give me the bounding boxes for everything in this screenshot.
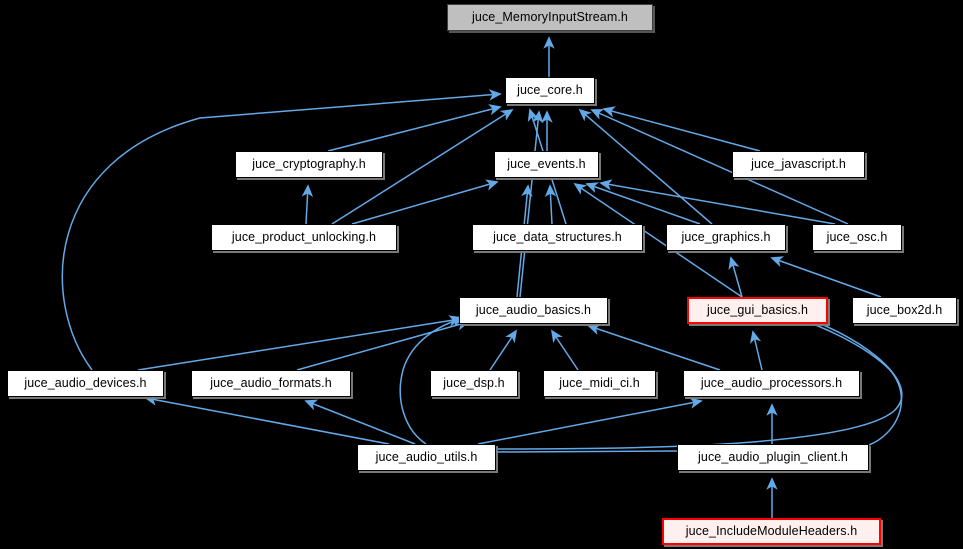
node-label-javascript: juce_javascript.h bbox=[751, 157, 846, 172]
node-label-product_unlocking: juce_product_unlocking.h bbox=[231, 230, 377, 245]
node-graphics[interactable]: juce_graphics.h bbox=[666, 224, 786, 251]
node-includemoduleheaders[interactable]: juce_IncludeModuleHeaders.h bbox=[662, 518, 881, 545]
edge-audio_processors-to-audio_basics bbox=[587, 324, 721, 371]
edge-cryptography-to-core bbox=[327, 104, 502, 152]
node-label-graphics: juce_graphics.h bbox=[681, 230, 771, 245]
node-events[interactable]: juce_events.h bbox=[494, 151, 599, 178]
node-memoryinputstream[interactable]: juce_MemoryInputStream.h bbox=[447, 4, 653, 31]
edge-gui_basics-to-events bbox=[573, 182, 743, 298]
edge-graphics-to-core bbox=[578, 108, 713, 225]
node-audio_basics[interactable]: juce_audio_basics.h bbox=[459, 297, 608, 324]
node-label-memoryinputstream: juce_MemoryInputStream.h bbox=[472, 10, 628, 25]
edge-box2d-to-graphics bbox=[770, 256, 882, 298]
edge-audio_plugin_client-to-gui_basics bbox=[788, 313, 903, 446]
node-audio_plugin_client[interactable]: juce_audio_plugin_client.h bbox=[677, 444, 869, 471]
node-midi_ci[interactable]: juce_midi_ci.h bbox=[543, 370, 656, 397]
edge-dsp-to-audio_basics bbox=[489, 329, 517, 371]
edge-audio_basics-to-core bbox=[519, 110, 544, 298]
node-label-audio_processors: juce_audio_processors.h bbox=[700, 376, 843, 391]
node-label-audio_formats: juce_audio_formats.h bbox=[210, 376, 332, 391]
edge-osc-to-events bbox=[599, 179, 836, 225]
node-data_structures[interactable]: juce_data_structures.h bbox=[472, 224, 643, 251]
edge-audio_formats-to-audio_basics bbox=[296, 319, 470, 371]
node-label-dsp: juce_dsp.h bbox=[443, 376, 505, 391]
edge-osc-to-core bbox=[590, 109, 849, 225]
edge-audio_utils-to-gui_basics bbox=[496, 312, 903, 450]
node-cryptography[interactable]: juce_cryptography.h bbox=[235, 151, 383, 178]
node-label-gui_basics: juce_gui_basics.h bbox=[706, 303, 809, 318]
edge-product_unlocking-to-events bbox=[351, 179, 499, 225]
edge-audio_utils-to-audio_basics bbox=[399, 315, 465, 445]
node-label-osc: juce_osc.h bbox=[826, 230, 888, 245]
node-audio_formats[interactable]: juce_audio_formats.h bbox=[191, 370, 351, 397]
node-javascript[interactable]: juce_javascript.h bbox=[732, 151, 865, 178]
edge-gui_basics-to-graphics bbox=[728, 256, 743, 298]
node-dsp[interactable]: juce_dsp.h bbox=[430, 370, 518, 397]
node-label-cryptography: juce_cryptography.h bbox=[252, 157, 366, 172]
edge-audio_devices-to-core bbox=[61, 89, 502, 371]
node-label-includemoduleheaders: juce_IncludeModuleHeaders.h bbox=[685, 524, 858, 539]
node-label-audio_basics: juce_audio_basics.h bbox=[475, 303, 592, 318]
node-osc[interactable]: juce_osc.h bbox=[812, 224, 902, 251]
node-box2d[interactable]: juce_box2d.h bbox=[852, 297, 957, 324]
edge-graphics-to-events bbox=[585, 182, 701, 225]
node-audio_utils[interactable]: juce_audio_utils.h bbox=[357, 444, 496, 471]
node-audio_devices[interactable]: juce_audio_devices.h bbox=[7, 370, 164, 397]
node-label-data_structures: juce_data_structures.h bbox=[493, 230, 622, 245]
node-label-audio_plugin_client: juce_audio_plugin_client.h bbox=[698, 450, 848, 465]
edge-audio_utils-to-audio_devices bbox=[144, 394, 390, 445]
node-gui_basics[interactable]: juce_gui_basics.h bbox=[687, 297, 828, 324]
node-audio_processors[interactable]: juce_audio_processors.h bbox=[683, 370, 860, 397]
node-label-audio_devices: juce_audio_devices.h bbox=[24, 376, 147, 391]
edge-audio_processors-to-gui_basics bbox=[749, 330, 763, 371]
edge-audio_devices-to-audio_basics bbox=[137, 315, 462, 371]
node-label-core: juce_core.h bbox=[517, 83, 583, 98]
node-label-midi_ci: juce_midi_ci.h bbox=[559, 376, 640, 391]
node-product_unlocking[interactable]: juce_product_unlocking.h bbox=[211, 224, 397, 251]
edge-audio_utils-to-audio_processors bbox=[477, 397, 703, 445]
edge-javascript-to-core bbox=[602, 106, 761, 152]
node-label-audio_utils: juce_audio_utils.h bbox=[375, 450, 478, 465]
edge-data_structures-to-events bbox=[544, 184, 557, 225]
edge-product_unlocking-to-cryptography bbox=[301, 184, 314, 225]
node-label-box2d: juce_box2d.h bbox=[866, 303, 943, 318]
node-label-events: juce_events.h bbox=[507, 157, 586, 172]
edge-product_unlocking-to-core bbox=[331, 109, 514, 225]
edges-group bbox=[61, 36, 903, 518]
edge-audio_utils-to-audio_formats bbox=[304, 399, 416, 445]
edge-midi_ci-to-audio_basics bbox=[551, 329, 579, 371]
node-core[interactable]: juce_core.h bbox=[505, 77, 595, 104]
